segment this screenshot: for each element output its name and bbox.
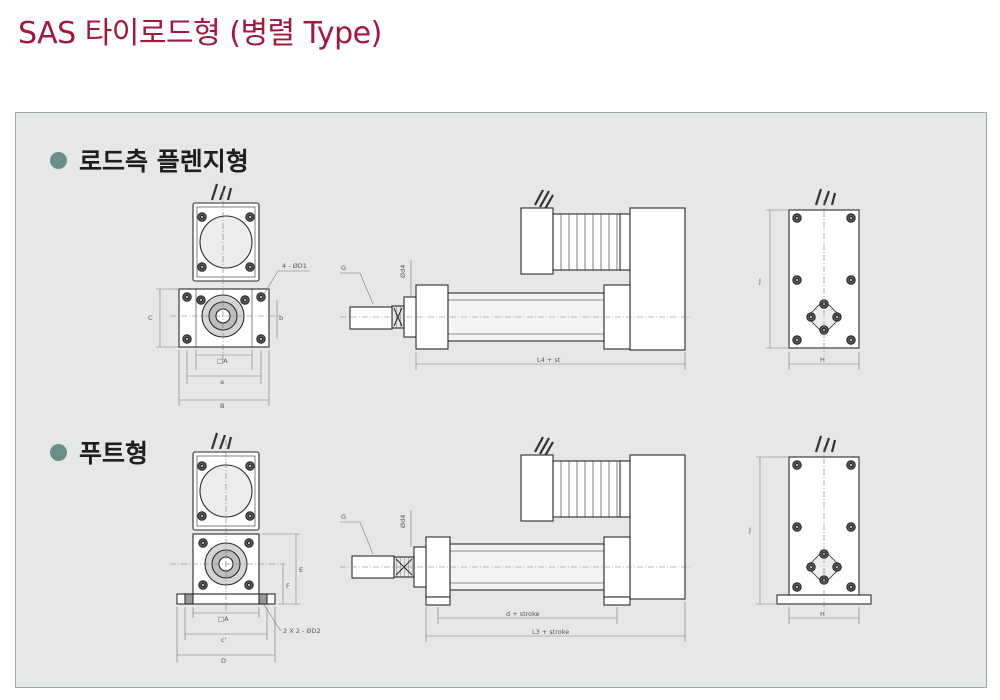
- dim-d-stroke: d + stroke: [506, 610, 540, 618]
- dim-c: C: [148, 314, 153, 322]
- dim-a-square: □A: [217, 357, 228, 365]
- dim-L4: L4 + st: [537, 356, 561, 364]
- foot-front-dims: [170, 440, 300, 662]
- flange-back-dims: [766, 200, 860, 370]
- dim-hole-foot: 2 X 2 - ØD2: [283, 627, 321, 635]
- dim-H: H: [820, 356, 825, 364]
- section-foot-heading: 푸트형: [50, 434, 148, 470]
- section-flange-label: 로드측 플렌지형: [79, 147, 249, 176]
- flange-side-dims: [340, 260, 690, 370]
- dim-b: b: [279, 314, 283, 322]
- foot-back-dims: [756, 447, 860, 624]
- dim-J: J: [758, 277, 761, 285]
- flange-front-view: [178, 183, 270, 348]
- dim-L3: L3 + stroke: [532, 628, 569, 636]
- page-title: SAS 타이로드형 (병렬 Type): [18, 16, 382, 51]
- dim-G: G: [341, 264, 346, 272]
- dim-a-square-foot: □A: [218, 615, 229, 623]
- dim-J-foot: J: [748, 526, 751, 534]
- foot-side-dims: [340, 510, 690, 642]
- dim-H-foot: H: [820, 610, 825, 618]
- dim-F: F: [286, 582, 290, 590]
- section-foot-label: 푸트형: [79, 439, 149, 468]
- dim-a: a: [220, 378, 224, 386]
- dim-c-prime: c': [221, 636, 227, 644]
- section-flange-heading: 로드측 플렌지형: [50, 142, 249, 178]
- flange-front-dims: [156, 190, 310, 406]
- dim-D: D: [221, 657, 226, 665]
- dim-E: E: [299, 566, 303, 574]
- dim-G-foot: G: [341, 513, 346, 521]
- dim-B: B: [220, 402, 224, 410]
- dim-d4-foot: Ød4: [399, 515, 407, 528]
- dim-d4: Ød4: [399, 265, 407, 278]
- bullet-icon: [50, 443, 67, 461]
- bullet-icon: [50, 151, 67, 169]
- dim-hole-flange: 4 - ØD1: [282, 262, 307, 270]
